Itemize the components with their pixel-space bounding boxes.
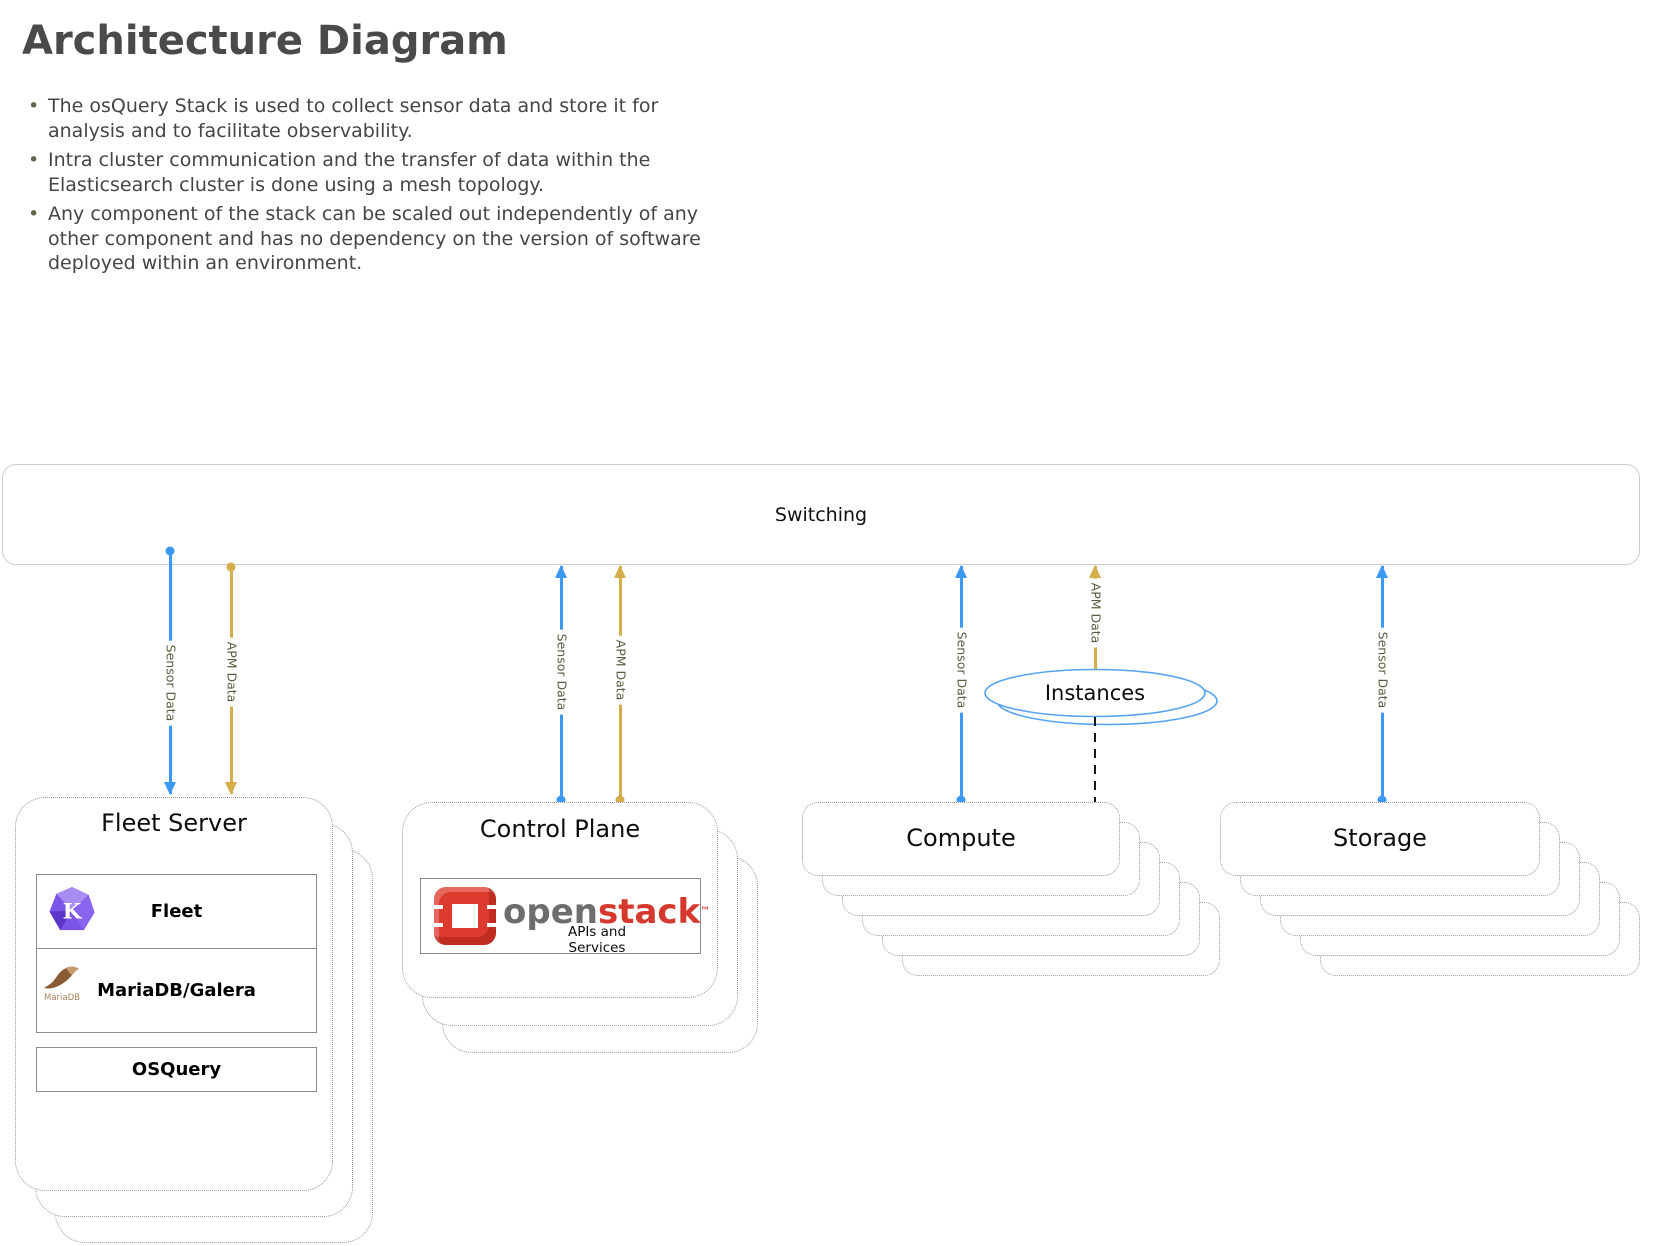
arrowhead-up-icon — [555, 565, 567, 578]
switching-label: Switching — [774, 503, 868, 526]
openstack-logo-notch — [487, 923, 497, 927]
control-apm-data-arrow: APM Data — [613, 565, 628, 805]
arrowhead-up-icon — [955, 565, 967, 578]
page-title: Architecture Diagram — [22, 18, 508, 64]
instances-node: Instances — [984, 668, 1218, 726]
openstack-word-stack: stack — [597, 892, 701, 932]
control-sensor-data-arrow: Sensor Data — [554, 565, 569, 805]
compute-box — [802, 802, 1120, 876]
compute-title: Compute — [906, 824, 1016, 852]
bullet-item: • Any component of the stack can be scal… — [28, 202, 728, 276]
openstack-word-open: open — [503, 892, 598, 932]
openstack-trademark: ™ — [700, 906, 711, 917]
bullet-text: Intra cluster communication and the tran… — [48, 149, 651, 196]
storage-box — [1220, 802, 1540, 876]
mariadb-seal-icon: MariaDB — [40, 964, 84, 1002]
fleet-sensor-data-arrow: Sensor Data — [163, 546, 178, 795]
instances-compute-dashed-link — [1093, 717, 1097, 802]
arrow-origin-dot — [556, 795, 566, 805]
arrow-origin-dot — [226, 562, 236, 572]
osquery-row: OSQuery — [36, 1047, 317, 1092]
openstack-logo-icon — [433, 887, 497, 945]
storage-title: Storage — [1333, 824, 1427, 852]
bullet-marker: • — [28, 95, 40, 117]
fleet-row-label: Fleet — [150, 901, 203, 922]
arrowhead-up-icon — [614, 565, 626, 578]
arrow-label: APM Data — [1088, 578, 1103, 648]
arrow-origin-dot — [615, 795, 625, 805]
openstack-logo-notch — [487, 905, 497, 909]
arrow-origin-dot — [956, 795, 966, 805]
instances-ellipse — [984, 668, 1206, 718]
arrowhead-up-icon — [1089, 565, 1101, 578]
storage-sensor-data-arrow: Sensor Data — [1375, 565, 1390, 805]
openstack-logo-hole — [452, 904, 478, 928]
control-plane-title: Control Plane — [479, 815, 641, 843]
compute-sensor-data-arrow: Sensor Data — [954, 565, 969, 805]
mariadb-icon-caption: MariaDB — [44, 993, 80, 1003]
arrow-origin-dot — [1377, 795, 1387, 805]
svg-text:K: K — [63, 899, 83, 924]
compute-apm-data-arrow: APM Data — [1088, 565, 1103, 669]
arrow-label: APM Data — [613, 635, 628, 705]
openstack-logo-notch — [433, 905, 443, 909]
switching-node: Switching — [2, 464, 1640, 565]
arrow-label: Sensor Data — [1375, 627, 1390, 713]
openstack-caption: APIs and Services — [567, 924, 627, 956]
bullet-list: • The osQuery Stack is used to collect s… — [28, 94, 728, 281]
instances-label: Instances — [1045, 681, 1145, 705]
arrowhead-up-icon — [1376, 565, 1388, 578]
mariadb-row-label: MariaDB/Galera — [97, 980, 256, 1001]
openstack-wordmark: openstack™ — [503, 895, 710, 929]
openstack-services-box: openstack™ APIs and Services — [420, 878, 710, 956]
arrow-label: Sensor Data — [554, 629, 569, 715]
kibana-gem-icon: K — [49, 886, 95, 931]
bullet-item: • The osQuery Stack is used to collect s… — [28, 94, 728, 143]
arrow-label: Sensor Data — [954, 627, 969, 713]
openstack-logo-notch — [433, 923, 443, 927]
arrow-label: APM Data — [224, 637, 239, 707]
bullet-marker: • — [28, 149, 40, 171]
arrowhead-down-icon — [164, 782, 176, 795]
mariadb-row: MariaDB/Galera — [36, 948, 317, 1033]
bullet-text: Any component of the stack can be scaled… — [48, 203, 701, 274]
bullet-marker: • — [28, 203, 40, 225]
arrowhead-down-icon — [225, 782, 237, 795]
osquery-row-label: OSQuery — [131, 1059, 222, 1080]
arrow-origin-dot — [165, 546, 175, 556]
mariadb-seal-glyph — [44, 966, 79, 989]
bullet-text: The osQuery Stack is used to collect sen… — [48, 95, 659, 142]
arrow-label: Sensor Data — [163, 640, 178, 726]
bullet-item: • Intra cluster communication and the tr… — [28, 148, 728, 197]
fleet-server-title: Fleet Server — [101, 809, 247, 837]
fleet-apm-data-arrow: APM Data — [224, 562, 239, 795]
